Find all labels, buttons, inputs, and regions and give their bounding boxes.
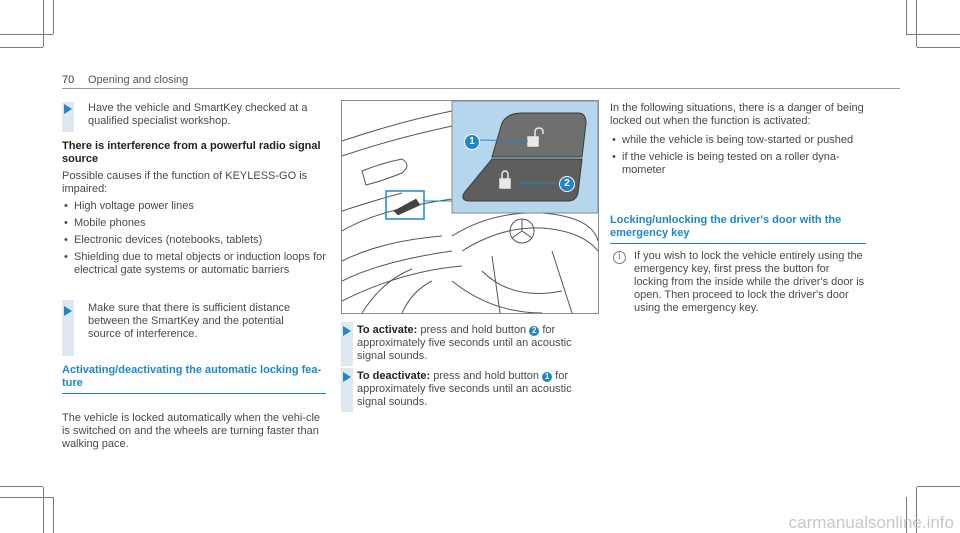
crop-mark xyxy=(916,0,917,47)
list-item: High voltage power lines xyxy=(62,200,326,213)
deactivate-text-b: for approximately five seconds until an … xyxy=(357,370,572,408)
activate-label: To activate: xyxy=(357,324,418,336)
activate-text-a: press and hold button xyxy=(420,324,527,336)
crop-mark xyxy=(916,487,917,533)
instruction-text: Make sure that there is sufficient dista… xyxy=(88,302,291,340)
lock-closed-icon xyxy=(499,170,511,189)
list-item: Mobile phones xyxy=(62,217,326,230)
section-title: Opening and closing xyxy=(88,74,189,86)
callout-2: 2 xyxy=(559,176,575,192)
section-heading: There is interference from a powerful ra… xyxy=(62,140,321,165)
lock-open-icon xyxy=(527,127,544,147)
instruction-text: Have the vehicle and SmartKey checked at… xyxy=(88,102,308,127)
arrow-right-icon xyxy=(64,104,72,114)
list-item: while the vehicle is being tow-started o… xyxy=(610,134,866,147)
note-text: If you wish to lock the vehicle entirely… xyxy=(634,250,865,314)
watermark: carmanualsonline.info xyxy=(788,513,954,532)
heading-underline xyxy=(62,393,326,394)
body-text: The vehicle is locked automatically when… xyxy=(62,412,321,450)
door-switch-illustration: 1 2 xyxy=(341,100,599,314)
arrow-right-icon xyxy=(343,372,351,382)
crop-mark xyxy=(906,34,960,35)
button-2-badge: 2 xyxy=(529,326,540,336)
crop-mark xyxy=(0,497,53,498)
info-icon: i xyxy=(613,251,626,264)
intro-text: In the following situations, there is a … xyxy=(610,102,864,127)
crop-mark xyxy=(0,486,43,487)
button-1-badge: 1 xyxy=(542,372,553,382)
causes-list: High voltage power lines Mobile phones E… xyxy=(62,200,326,277)
list-item: Electronic devices (notebooks, tablets) xyxy=(62,234,326,247)
activate-text-b: for approximately five seconds until an … xyxy=(357,324,572,362)
arrow-right-icon xyxy=(64,306,72,316)
deactivate-text-a: press and hold button xyxy=(433,370,540,382)
crop-mark xyxy=(53,0,54,34)
situations-list: while the vehicle is being tow-started o… xyxy=(610,134,866,177)
crop-mark xyxy=(43,0,44,47)
section-heading: Locking/unlocking the driver's door with… xyxy=(610,214,842,239)
crop-mark xyxy=(906,0,907,34)
callout-1: 1 xyxy=(464,134,480,150)
switch-highlight xyxy=(385,190,425,220)
intro-text: Possible causes if the function of KEYLE… xyxy=(62,170,308,195)
crop-mark xyxy=(917,486,960,487)
crop-mark xyxy=(53,497,54,533)
crop-mark xyxy=(917,47,960,48)
deactivate-instruction: To deactivate: press and hold button 1 f… xyxy=(357,370,583,409)
vehicle-interior-drawing xyxy=(342,101,598,313)
activate-instruction: To activate: press and hold button 2 for… xyxy=(357,324,583,363)
page-number: 70 xyxy=(62,74,75,86)
crop-mark xyxy=(0,34,53,35)
deactivate-label: To deactivate: xyxy=(357,370,431,382)
crop-mark xyxy=(0,47,43,48)
crop-mark xyxy=(906,497,907,533)
section-heading: Activating/deactivating the automatic lo… xyxy=(62,364,322,389)
list-item: if the vehicle is being tested on a roll… xyxy=(610,151,866,177)
crop-mark xyxy=(43,487,44,533)
heading-underline xyxy=(610,243,866,244)
list-item: Shielding due to metal objects or induct… xyxy=(62,251,326,277)
header-rule xyxy=(62,88,900,89)
arrow-right-icon xyxy=(343,326,351,336)
